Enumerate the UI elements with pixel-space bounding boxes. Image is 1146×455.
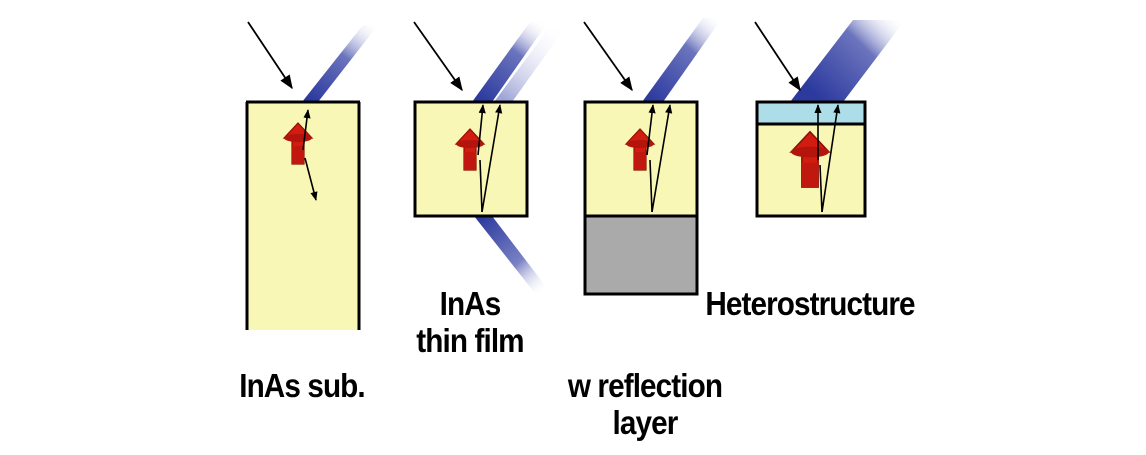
- incident-arrow-icon: [583, 21, 633, 92]
- ray-arrow-icon: [302, 109, 311, 151]
- label-line: thin film: [416, 322, 524, 359]
- incident-arrow-icon: [413, 21, 463, 92]
- label-heterostructure: Heterostructure: [702, 285, 918, 322]
- ray-arrow-icon: [819, 164, 823, 213]
- label-line: w reflection: [567, 367, 723, 404]
- beam-transmitted: [474, 216, 550, 292]
- ray-arrow-icon: [646, 104, 656, 156]
- cap-layer: [755, 100, 867, 126]
- reflection-layer: [583, 214, 699, 296]
- label-reflection: w reflection layer: [555, 367, 735, 441]
- incident-arrow-icon: [247, 21, 293, 90]
- ray-arrow-icon: [821, 104, 841, 213]
- beam-incident: [472, 22, 548, 102]
- beam-incident: [642, 18, 722, 102]
- ray-arrow-icon: [481, 104, 503, 213]
- label-line: InAs: [439, 285, 502, 322]
- panel-heterostructure: [754, 20, 905, 218]
- panel-substrate: [245, 21, 378, 330]
- label-line: Heterostructure: [705, 285, 915, 322]
- ray-arrow-icon: [479, 159, 483, 213]
- label-substrate: InAs sub.: [230, 367, 374, 404]
- panel-reflection: [583, 18, 722, 296]
- ray-arrow-icon: [649, 159, 653, 213]
- ray-arrow-icon: [477, 104, 486, 156]
- incident-arrow-icon: [754, 21, 801, 92]
- panel-thin-film: [413, 21, 565, 292]
- label-line: layer: [612, 404, 679, 441]
- beam-reflected: [494, 28, 565, 102]
- ray-arrow-icon: [651, 104, 673, 213]
- beam-incident: [790, 20, 905, 102]
- ray-arrow-icon: [304, 157, 318, 201]
- beam-incident: [302, 25, 378, 102]
- label-line: InAs sub.: [239, 367, 365, 404]
- label-thin-film: InAs thin film: [403, 285, 538, 359]
